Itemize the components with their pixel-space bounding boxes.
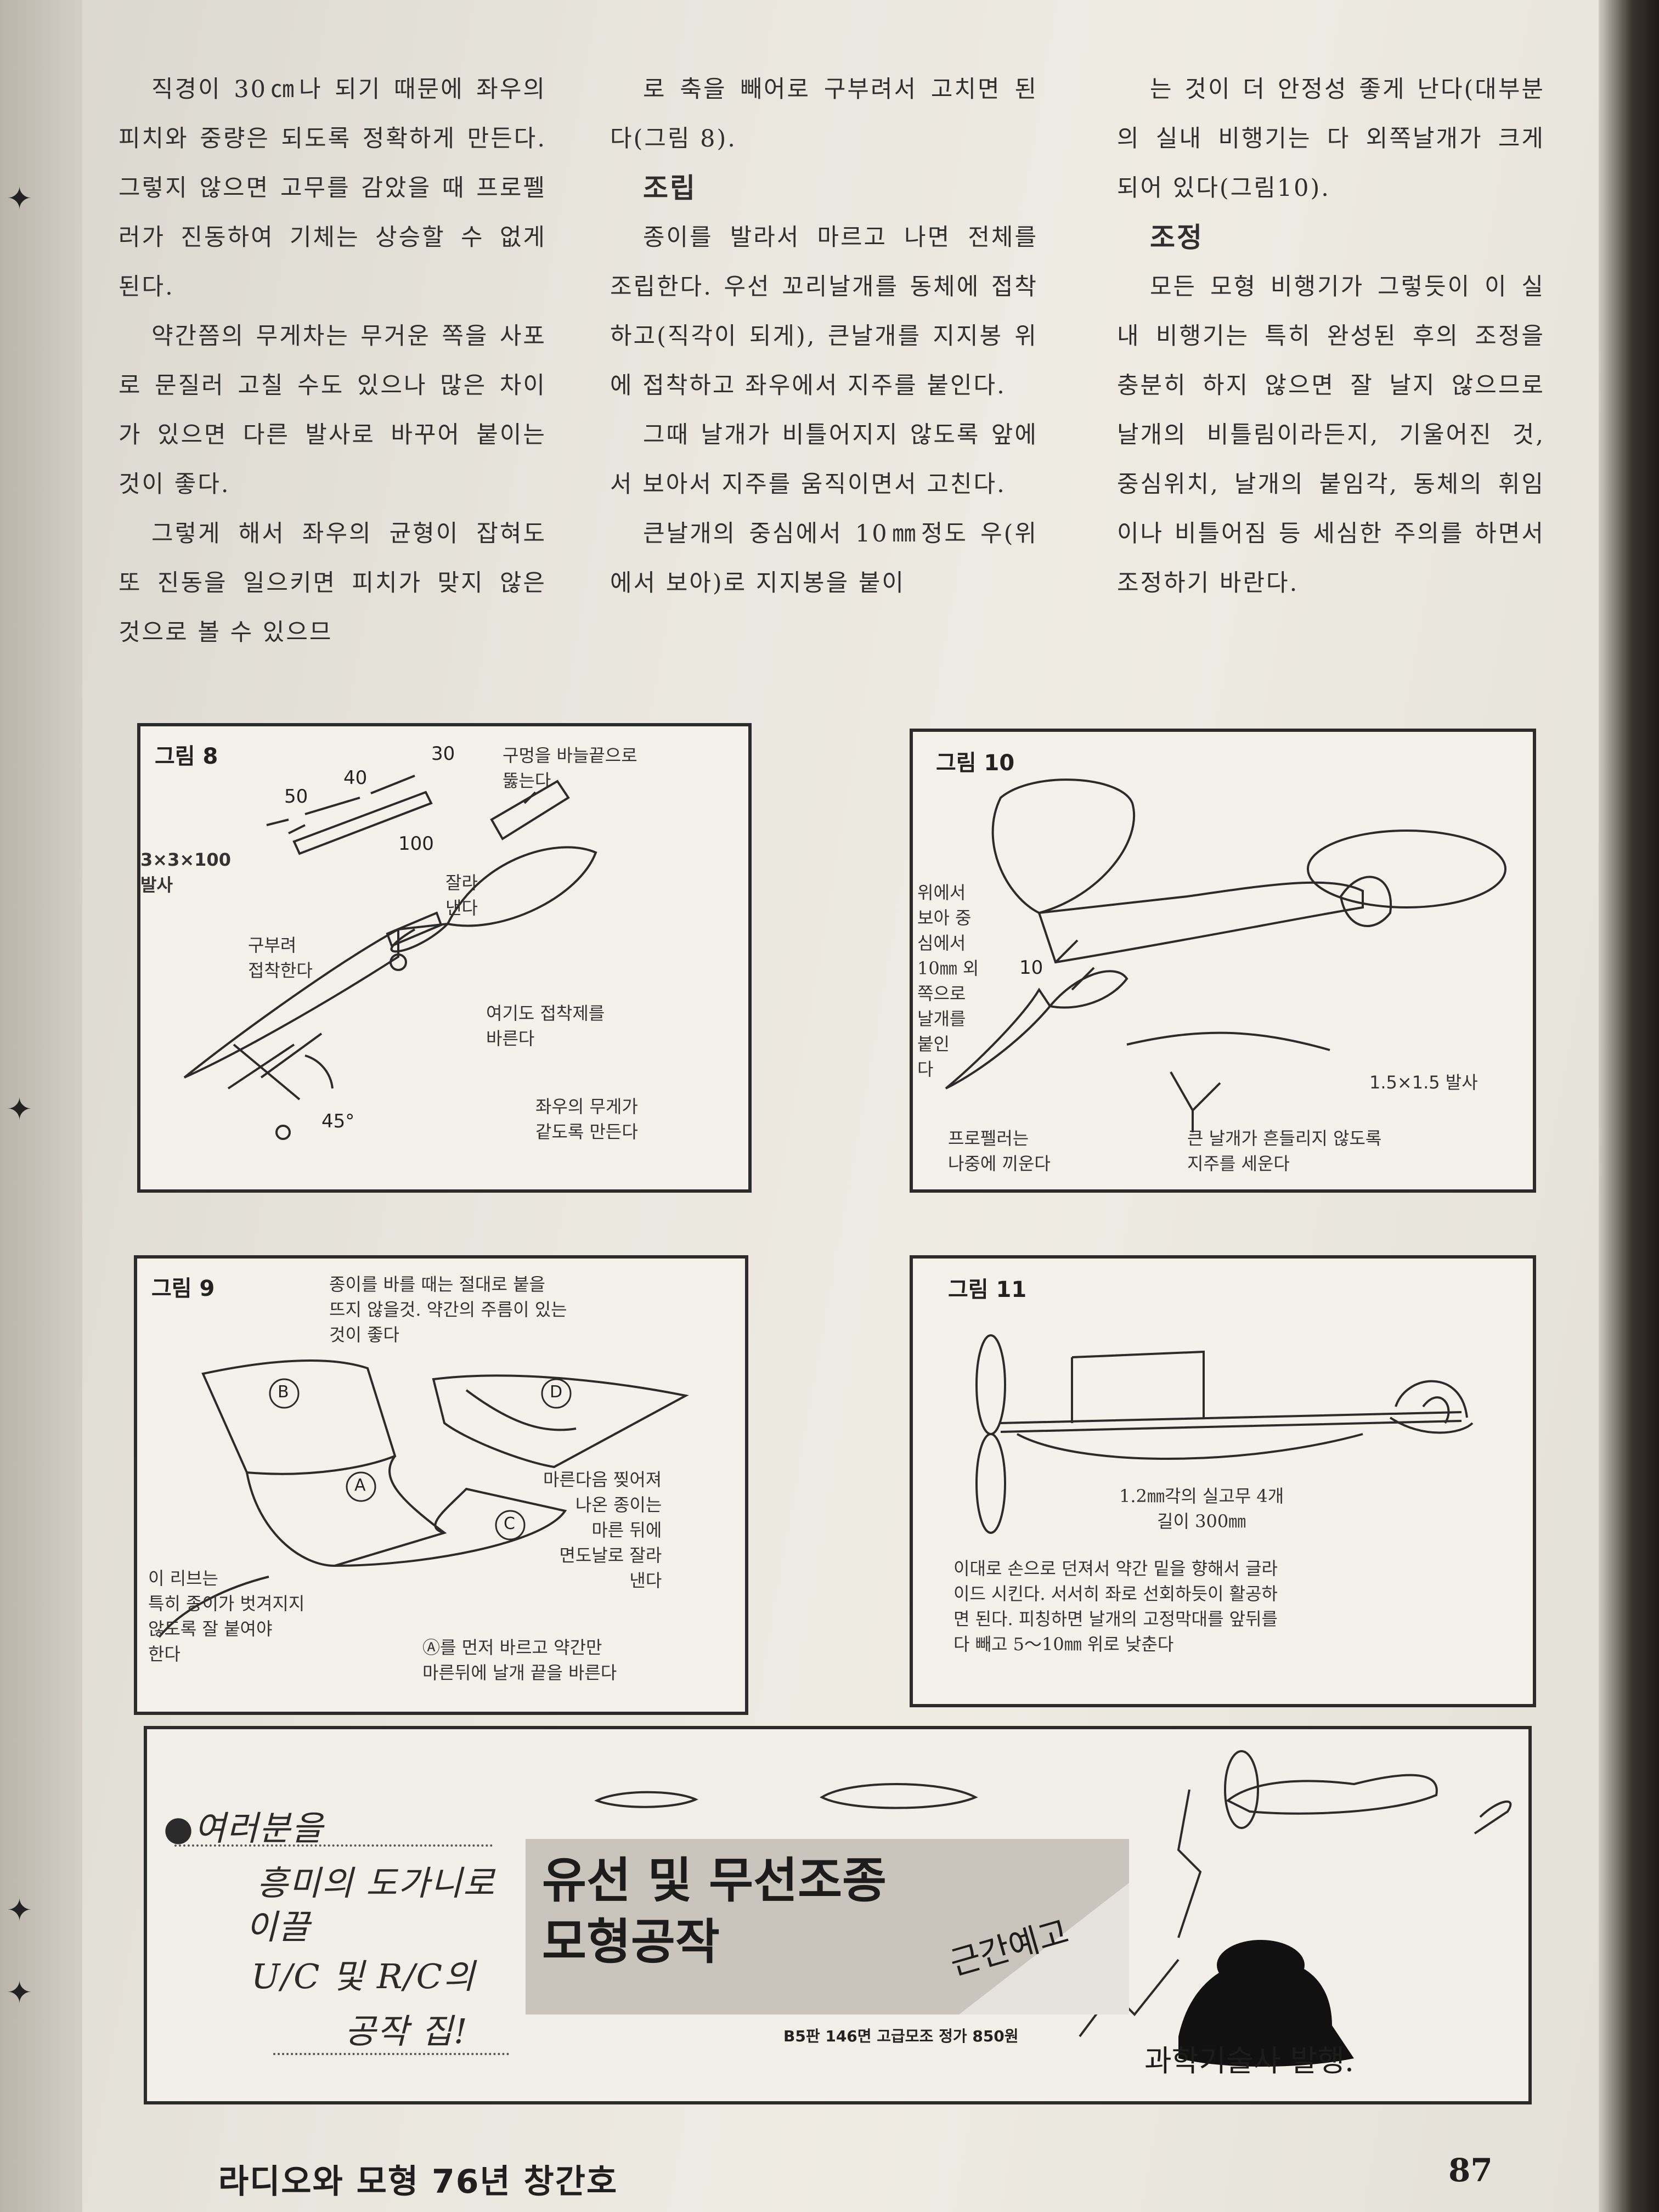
figure-9: 그림 9 B A C D 종이를 바를 때는 절대로 붙을 뜨지 않을것. 약간… [134, 1255, 748, 1715]
paragraph: 로 축을 빼어로 구부려서 고치면 된다(그림 8). [610, 76, 1038, 153]
annotation: 구부려 접착한다 [248, 935, 313, 981]
handwritten-line: U/C 및 R/C의 [251, 1956, 476, 1996]
book-advertisement: ●여러분을 흥미의 도가니로 이끌 U/C 및 R/C의 공작 집! 유선 및 … [144, 1726, 1532, 2104]
marker-label: B [278, 1383, 289, 1402]
dimension-label: 50 [284, 786, 308, 808]
annotation: 위에서 보아 중 심에서 10㎜ 외 쪽으로 날개를 붙인 다 [917, 882, 979, 1080]
propeller-diagram [183, 775, 597, 1140]
figure-title: 그림 11 [948, 1277, 1027, 1302]
divider [174, 1844, 493, 1847]
text-column-right: 는 것이 더 안정성 좋게 난다(대부분의 실내 비행기는 다 외쪽날개가 크게… [1117, 65, 1545, 608]
airplane-diagram [945, 778, 1506, 1132]
annotation: 마른다음 찢어져 나온 종이는 마른 뒤에 면도날로 잘라 낸다 [543, 1469, 662, 1591]
annotation: 이대로 손으로 던져서 약간 밑을 향해서 글라 이드 시킨다. 서서히 좌로 … [953, 1558, 1278, 1655]
annotation: 잘라 낸다 [445, 872, 478, 918]
marker-label: D [550, 1383, 563, 1402]
right-page-edge [1599, 0, 1659, 2212]
paragraph: 직경이 30㎝나 되기 때문에 좌우의 피치와 중량은 되도록 정확하게 만든다… [119, 76, 556, 301]
binder-mark-icon: ✦ [7, 1975, 32, 2011]
marker-label: C [504, 1514, 515, 1533]
divider [273, 2053, 509, 2055]
ad-decoration [526, 1750, 1512, 2067]
dimension-label: 10 [1019, 957, 1043, 979]
paragraph: 큰날개의 중심에서 10㎜정도 우(위에서 보아)로 지지봉을 붙이 [610, 520, 1038, 597]
book-title-line: 유선 및 무선조종 [542, 1852, 887, 1909]
binder-mark-icon: ✦ [7, 1893, 32, 1928]
dimension-label: 30 [431, 743, 455, 765]
page-number: 87 [1448, 2152, 1493, 2189]
text-column-middle: 로 축을 빼어로 구부려서 고치면 된다(그림 8). 조립 종이를 발라서 마… [610, 65, 1038, 608]
marker-label: A [354, 1476, 366, 1495]
dimension-label: 100 [398, 833, 434, 855]
publisher-name: 과학기술사 발행. [1144, 2044, 1355, 2078]
magazine-footer-title: 라디오와 모형 76년 창간호 [218, 2163, 618, 2201]
handwritten-line: 공작 집! [345, 2011, 469, 2051]
figure-title: 그림 9 [151, 1276, 215, 1301]
rubber-motor-diagram [975, 1334, 1474, 1534]
text-column-left: 직경이 30㎝나 되기 때문에 좌우의 피치와 중량은 되도록 정확하게 만든다… [119, 65, 546, 657]
annotation: Ⓐ를 먼저 바르고 약간만 마른뒤에 날개 끝을 바른다 [422, 1637, 617, 1683]
figure-8: 그림 8 50 40 30 100 45° 구멍을 바늘끝으로 뚫는다 3×3×… [137, 723, 752, 1193]
annotation: 종이를 바를 때는 절대로 붙을 뜨지 않을것. 약간의 주름이 있는 것이 좋… [329, 1274, 567, 1345]
book-title-line: 모형공작 [542, 1914, 720, 1970]
paragraph: 는 것이 더 안정성 좋게 난다(대부분의 실내 비행기는 다 외쪽날개가 크게… [1117, 76, 1554, 202]
angle-label: 45° [321, 1110, 355, 1132]
figure-title: 그림 10 [936, 751, 1015, 776]
section-heading: 조립 [643, 172, 697, 204]
annotation: 큰 날개가 흔들리지 않도록 지주를 세운다 [1187, 1128, 1382, 1174]
book-title: 유선 및 무선조종 모형공작 [542, 1850, 887, 1973]
section-heading: 조정 [1150, 221, 1204, 253]
handwritten-line: 이끌 [246, 1907, 311, 1947]
paragraph: 모든 모형 비행기가 그렇듯이 이 실내 비행기는 특히 완성된 후의 조정을 … [1117, 273, 1554, 597]
figure-10: 그림 10 10 위에서 보아 중 심에서 10㎜ 외 쪽으로 날개를 붙인 다… [910, 729, 1536, 1193]
annotation: 여기도 접착제를 바른다 [486, 1003, 605, 1049]
handwritten-line: ●여러분을 [163, 1808, 324, 1848]
left-margin-strip [0, 0, 82, 2212]
annotation: 이 리브는 특히 종이가 벗겨지지 않도록 잘 붙여야 한다 [148, 1568, 305, 1664]
ad-handwritten-blurb: ●여러분을 흥미의 도가니로 이끌 U/C 및 R/C의 공작 집! [163, 1801, 515, 2064]
wing-covering-diagram [158, 1359, 689, 1638]
figure-title: 그림 8 [155, 744, 218, 769]
figure-11: 그림 11 1.2㎜각의 실고무 4개 길이 300㎜ 이대로 손으로 던져서 … [910, 1255, 1536, 1707]
binder-mark-icon: ✦ [7, 181, 32, 217]
annotation: 1.2㎜각의 실고무 4개 길이 300㎜ [1119, 1486, 1284, 1532]
book-spec: B5판 146면 고급모조 정가 850원 [783, 2027, 1019, 2045]
paragraph: 그렇게 해서 좌우의 균형이 잡혀도 또 진동을 일으키면 피치가 맞지 않은 … [119, 520, 556, 646]
dimension-label: 40 [343, 767, 368, 789]
annotation: 구멍을 바늘끝으로 뚫는다 [503, 745, 637, 791]
paragraph: 약간쯤의 무게차는 무거운 쪽을 사포로 문질러 고칠 수도 있으나 많은 차이… [119, 323, 556, 498]
handwritten-line: 흥미의 도가니로 [257, 1863, 495, 1903]
annotation: 좌우의 무게가 같도록 만든다 [535, 1096, 638, 1142]
annotation: 1.5×1.5 발사 [1369, 1072, 1478, 1093]
paragraph: 종이를 발라서 마르고 나면 전체를 조립한다. 우선 꼬리날개를 동체에 접착… [610, 224, 1047, 399]
annotation: 3×3×100 발사 [140, 849, 231, 895]
binder-mark-icon: ✦ [7, 1092, 32, 1127]
paragraph: 그때 날개가 비틀어지지 않도록 앞에서 보아서 지주를 움직이면서 고친다. [610, 421, 1038, 498]
annotation: 프로펠러는 나중에 끼운다 [948, 1128, 1051, 1174]
